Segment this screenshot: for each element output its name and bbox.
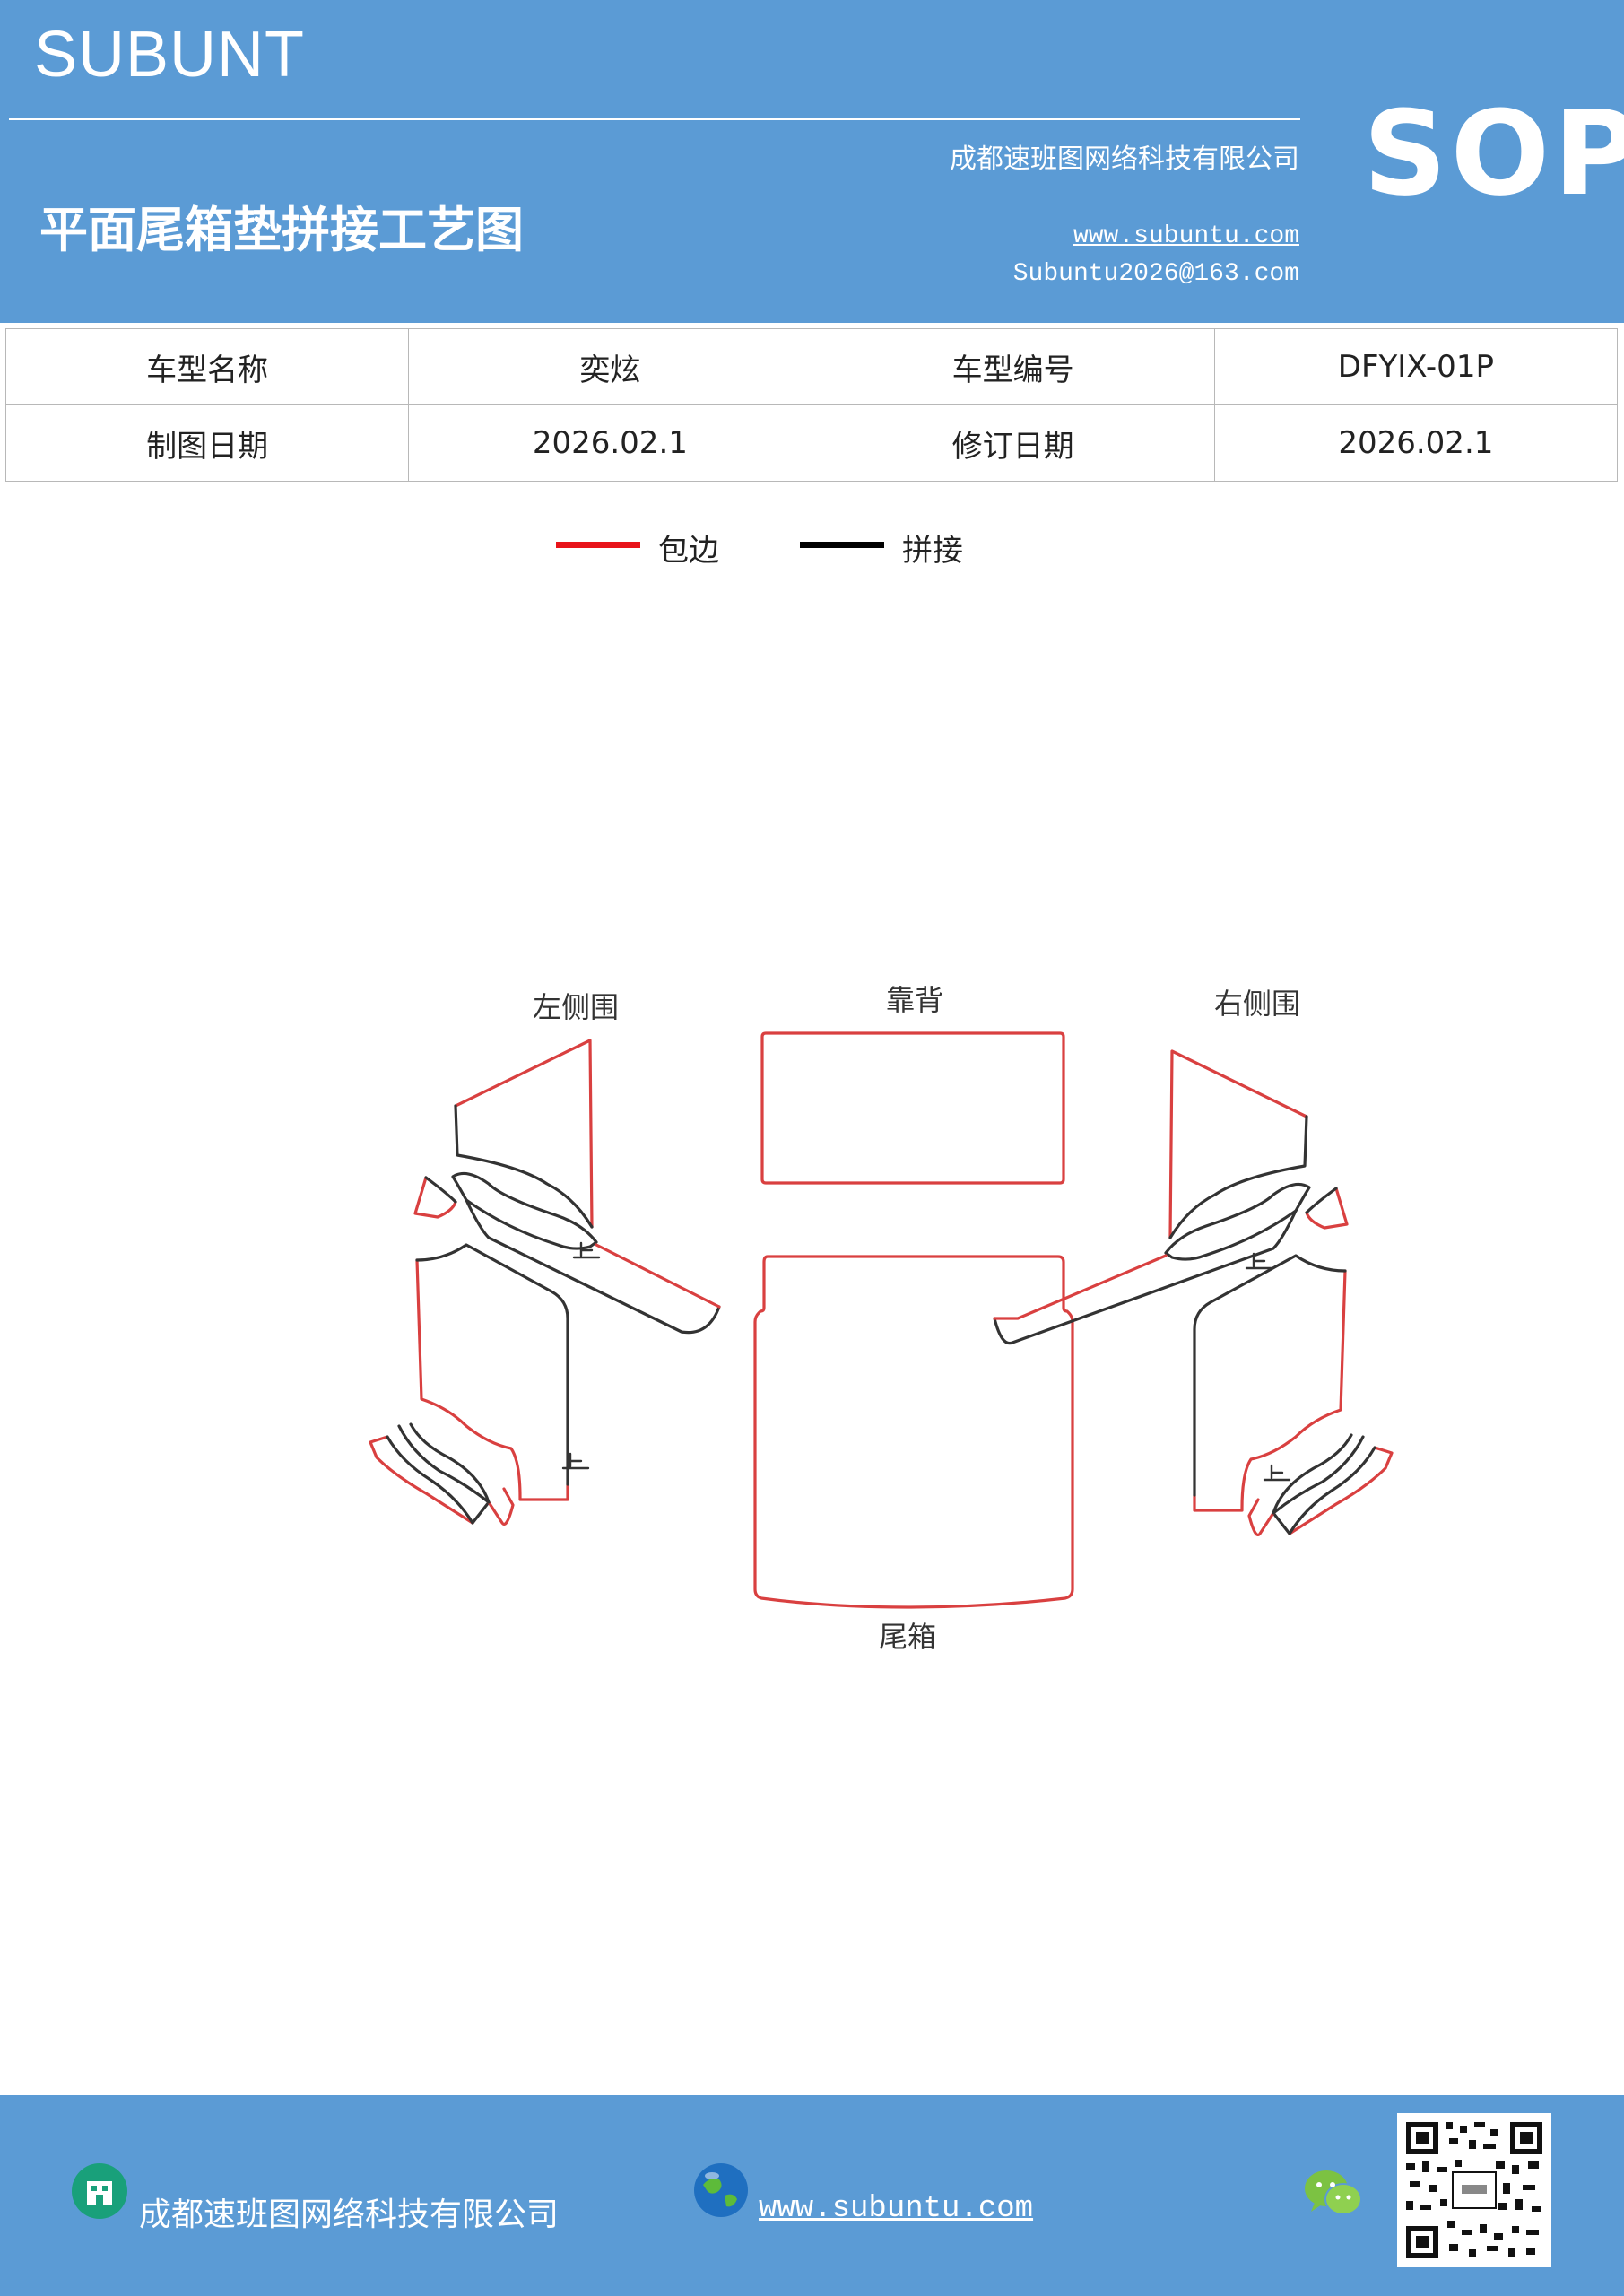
table-row: 制图日期 2026.02.1 修订日期 2026.02.1	[4, 404, 1619, 482]
drawing-date-label: 制图日期	[4, 404, 410, 482]
header-email[interactable]: Subuntu2026@163.com	[1012, 260, 1299, 288]
trunk-mat-diagram: 左侧围 靠背 右侧围 尾箱	[369, 983, 1394, 1654]
back-panel	[760, 1031, 1065, 1185]
left-stub-2-edge	[369, 1435, 474, 1525]
trunk-floor-panel	[753, 1255, 1074, 1609]
drawing-date-value: 2026.02.1	[408, 404, 812, 482]
footer-company: 成都速班图网络科技有限公司	[139, 2196, 560, 2233]
right-diagonal-edge	[993, 1254, 1168, 1320]
right-stub-1-edge	[1247, 1498, 1275, 1536]
model-name-value: 奕炫	[408, 328, 812, 405]
left-diagonal-edge	[595, 1243, 721, 1309]
right-upper-seam	[1168, 1115, 1308, 1239]
model-name-label: 车型名称	[4, 328, 410, 405]
left-lower-panel-edge	[415, 1258, 569, 1501]
legend-seam-label: 拼接	[902, 533, 963, 569]
qr-code-icon[interactable]	[1397, 2113, 1551, 2267]
legend-edge-label: 包边	[658, 533, 719, 569]
revision-date-value: 2026.02.1	[1213, 404, 1619, 482]
legend: 包边 拼接	[0, 520, 1624, 574]
left-stub-1-seam	[397, 1424, 491, 1525]
brand-name: SUBUNT	[34, 19, 306, 91]
left-upper-seam	[454, 1104, 594, 1229]
splice-mark-right-lower	[1263, 1464, 1291, 1482]
left-stub-3-seam	[386, 1435, 474, 1525]
footer-banner: 成都速班图网络科技有限公司 www.subuntu.com	[0, 2095, 1624, 2296]
right-side-label: 右侧围	[1214, 987, 1300, 1021]
legend-seam-swatch	[800, 542, 884, 548]
splice-mark-left-upper	[572, 1241, 601, 1259]
left-corner-tab-seam	[424, 1176, 457, 1204]
left-corner-tab	[413, 1176, 457, 1219]
right-upper-triangle	[1168, 1049, 1308, 1239]
header-banner: SUBUNT 成都速班图网络科技有限公司 平面尾箱垫拼接工艺图 www.subu…	[0, 0, 1624, 323]
back-label: 靠背	[886, 983, 943, 1017]
header-divider	[9, 118, 1300, 120]
left-diagonal-seam	[465, 1198, 721, 1335]
right-stub-2-seam	[1272, 1433, 1353, 1515]
splice-mark-right-upper	[1245, 1252, 1273, 1270]
left-upper-triangle	[454, 1039, 594, 1229]
splice-mark-left-lower	[561, 1452, 590, 1470]
header-website-link[interactable]: www.subuntu.com	[1073, 222, 1299, 250]
trunk-label: 尾箱	[879, 1620, 936, 1654]
right-lower-panel-seam	[1193, 1254, 1347, 1497]
header-company: 成都速班图网络科技有限公司	[950, 144, 1299, 175]
footer-website-link[interactable]: www.subuntu.com	[759, 2192, 1034, 2226]
model-code-label: 车型编号	[811, 328, 1215, 405]
right-diagonal-seam	[993, 1209, 1298, 1345]
revision-date-label: 修订日期	[811, 404, 1215, 482]
right-stub-2-edge	[1288, 1446, 1394, 1535]
wechat-icon[interactable]	[1302, 2167, 1365, 2221]
right-corner-tab-seam	[1305, 1187, 1338, 1214]
building-icon	[72, 2163, 127, 2219]
right-stub-3-seam	[1288, 1446, 1376, 1535]
right-lower-panel-edge	[1193, 1269, 1347, 1512]
left-stub-2-seam	[409, 1422, 491, 1504]
sop-badge: SOP	[1363, 85, 1624, 222]
legend-edge-swatch	[556, 542, 640, 548]
right-long-strip-seam	[1164, 1182, 1311, 1261]
splice-markers	[561, 1241, 1291, 1482]
model-code-value: DFYIX-01P	[1213, 328, 1619, 405]
right-corner-tab	[1305, 1187, 1349, 1230]
table-row: 车型名称 奕炫 车型编号 DFYIX-01P	[4, 328, 1619, 405]
left-stub-1-edge	[487, 1487, 515, 1526]
document-title: 平面尾箱垫拼接工艺图	[39, 201, 524, 258]
right-stub-1-seam	[1272, 1435, 1365, 1535]
left-long-strip-seam	[451, 1171, 598, 1250]
vehicle-info-table: 车型名称 奕炫 车型编号 DFYIX-01P 制图日期 2026.02.1 修订…	[4, 328, 1619, 482]
left-side-label: 左侧围	[533, 990, 619, 1024]
globe-icon	[694, 2163, 748, 2217]
left-lower-panel-seam	[415, 1243, 569, 1486]
